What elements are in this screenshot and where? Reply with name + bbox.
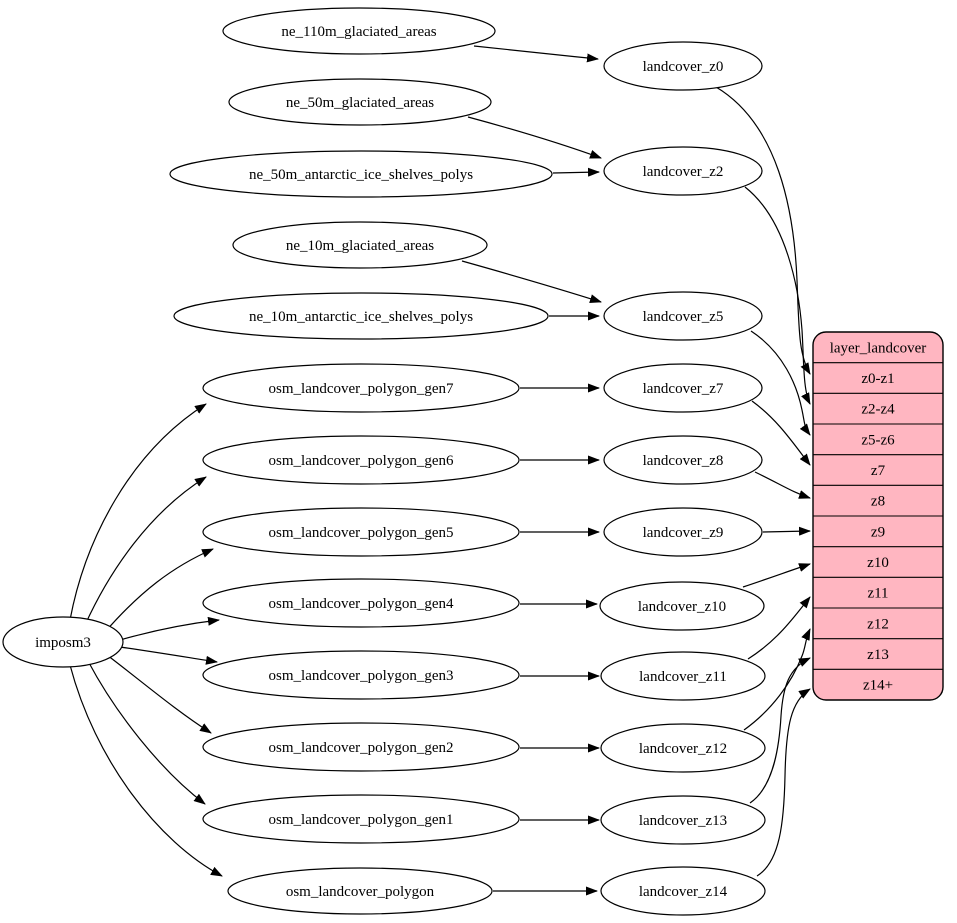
edge-imposm3-to-polygon (69, 664, 223, 877)
table-row-z13: z13 (867, 647, 889, 663)
source-label: osm_landcover_polygon_gen2 (269, 740, 454, 756)
ztable-label: landcover_z12 (639, 741, 727, 757)
node-landcover_z7: landcover_z7 (603, 363, 763, 413)
table-row-z14plus: z14+ (863, 678, 893, 694)
node-landcover_z11: landcover_z11 (600, 651, 766, 701)
source-label: osm_landcover_polygon (286, 884, 435, 900)
edge-imposm3-to-gen6 (84, 476, 207, 626)
edge-z7-to-row-z7 (751, 400, 811, 466)
edge-z13-to-row-z13 (749, 657, 811, 804)
source-label: osm_landcover_polygon_gen5 (269, 525, 454, 541)
edges-imposm3-fanout (69, 403, 223, 877)
node-landcover_z13: landcover_z13 (600, 795, 766, 845)
node-landcover_z14: landcover_z14 (600, 866, 766, 916)
node-landcover_z2: landcover_z2 (603, 146, 763, 196)
ztable-label: landcover_z7 (643, 381, 724, 397)
node-landcover_z12: landcover_z12 (600, 723, 766, 773)
node-landcover_z5: landcover_z5 (603, 291, 763, 341)
ztable-label: landcover_z11 (639, 669, 727, 685)
node-osm_landcover_polygon_gen7: osm_landcover_polygon_gen7 (202, 363, 520, 413)
ztable-label: landcover_z8 (643, 453, 724, 469)
table-row-z2-z4: z2-z4 (861, 402, 895, 418)
edge-z10-to-row-z10 (742, 563, 811, 588)
node-imposm3: imposm3 (2, 616, 124, 668)
source-label: osm_landcover_polygon_gen7 (269, 381, 454, 397)
edge-imposm3-to-gen5 (104, 548, 214, 633)
edge-ne50ma-to-z2 (552, 167, 600, 177)
edge-z11-to-row-z11 (747, 596, 811, 660)
edge-imposm3-to-gen7 (69, 403, 207, 621)
edge-z14-to-row-z14 (756, 688, 811, 877)
source-label: ne_50m_antarctic_ice_shelves_polys (249, 167, 473, 183)
source-label: osm_landcover_polygon_gen6 (269, 453, 454, 469)
ztable-label: landcover_z10 (638, 599, 726, 615)
table-row-z9: z9 (871, 524, 885, 540)
ztable-label: landcover_z0 (643, 59, 724, 75)
table-row-z0-z1: z0-z1 (861, 371, 894, 387)
edge-ne50mg-to-z2 (467, 116, 602, 159)
node-osm_landcover_polygon_gen5: osm_landcover_polygon_gen5 (202, 507, 520, 557)
source-label: ne_50m_glaciated_areas (286, 95, 434, 111)
ztable-label: landcover_z2 (643, 164, 724, 180)
ztable-label: landcover_z13 (639, 813, 727, 829)
edge-imposm3-to-gen2 (106, 654, 212, 734)
edge-imposm3-to-gen4 (119, 616, 220, 641)
layer-table-title: layer_landcover (830, 340, 927, 356)
node-osm_landcover_polygon_gen2: osm_landcover_polygon_gen2 (202, 722, 520, 772)
imposm3-label: imposm3 (35, 635, 91, 651)
source-label: ne_10m_antarctic_ice_shelves_polys (249, 309, 473, 325)
ztable-label: landcover_z14 (639, 884, 728, 900)
table-row-z8: z8 (871, 494, 885, 510)
node-ne_110m_glaciated_areas: ne_110m_glaciated_areas (222, 7, 496, 55)
source-label: osm_landcover_polygon_gen1 (269, 812, 454, 828)
edge-z9-to-row-z9 (762, 526, 811, 536)
source-label: ne_10m_glaciated_areas (286, 238, 434, 254)
ztable-label: landcover_z5 (643, 309, 724, 325)
node-ne_50m_antarctic_ice_shelves_polys: ne_50m_antarctic_ice_shelves_polys (169, 150, 553, 198)
node-landcover_z0: landcover_z0 (603, 41, 763, 91)
source-label: ne_110m_glaciated_areas (281, 24, 436, 40)
ztable-label: landcover_z9 (643, 525, 724, 541)
node-osm_landcover_polygon_gen4: osm_landcover_polygon_gen4 (202, 578, 520, 628)
node-landcover_z8: landcover_z8 (603, 435, 763, 485)
imposm3-ellipse (2, 616, 124, 668)
node-ne_10m_glaciated_areas: ne_10m_glaciated_areas (232, 221, 488, 269)
node-ne_10m_antarctic_ice_shelves_polys: ne_10m_antarctic_ice_shelves_polys (173, 292, 549, 340)
edge-z8-to-row-z8 (754, 471, 811, 499)
edge-z0-to-row-z0z1 (715, 86, 811, 375)
table-layer_landcover: layer_landcover z0-z1 z2-z4 z5-z6 z7 z8 … (812, 331, 944, 701)
node-osm_landcover_polygon_gen6: osm_landcover_polygon_gen6 (202, 435, 520, 485)
table-row-z5-z6: z5-z6 (861, 432, 895, 448)
source-label: osm_landcover_polygon_gen3 (269, 668, 454, 684)
table-row-z11: z11 (867, 586, 888, 602)
node-osm_landcover_polygon_gen1: osm_landcover_polygon_gen1 (202, 794, 520, 844)
table-row-z7: z7 (871, 463, 886, 479)
edge-z5-to-row-z5z6 (750, 330, 811, 436)
edge-imposm3-to-gen3 (119, 646, 218, 665)
node-osm_landcover_polygon_gen3: osm_landcover_polygon_gen3 (202, 650, 520, 700)
edge-z2-to-row-z2z4 (744, 186, 811, 405)
node-landcover_z10: landcover_z10 (599, 581, 765, 631)
edge-ne10mg-to-z5 (461, 260, 602, 303)
table-row-z10: z10 (867, 555, 889, 571)
edges-sources-to-ztables (461, 45, 602, 896)
edge-z12-to-row-z12 (743, 628, 811, 731)
node-ne_50m_glaciated_areas: ne_50m_glaciated_areas (228, 78, 492, 126)
edge-imposm3-to-gen1 (87, 660, 206, 805)
node-osm_landcover_polygon: osm_landcover_polygon (227, 867, 493, 915)
edge-ne110m-to-z0 (473, 45, 599, 63)
table-row-z12: z12 (867, 616, 889, 632)
edges-ztables-to-layer (715, 86, 811, 877)
source-label: osm_landcover_polygon_gen4 (269, 596, 454, 612)
node-landcover_z9: landcover_z9 (603, 507, 763, 557)
